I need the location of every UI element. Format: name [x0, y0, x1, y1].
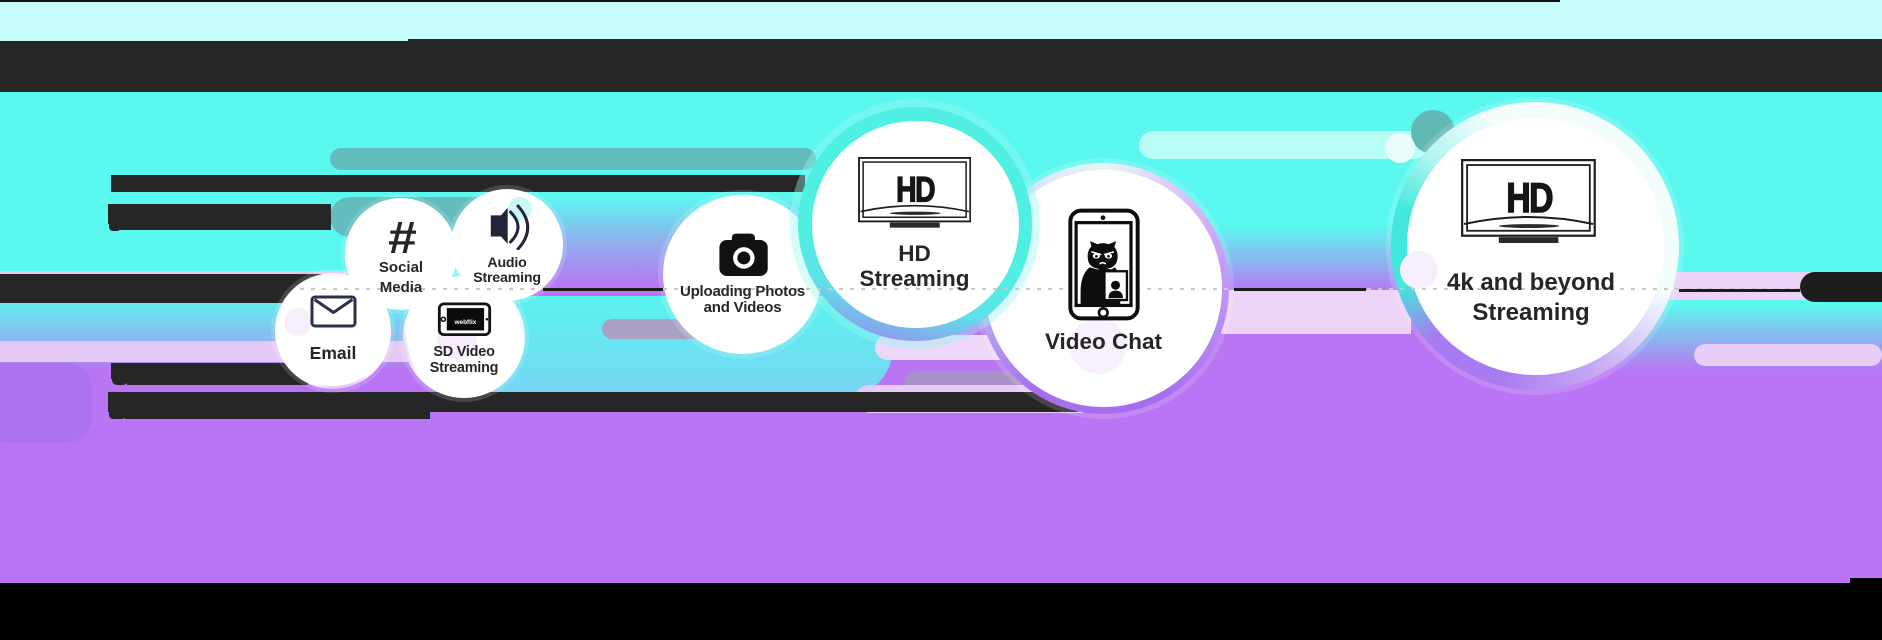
svg-text:HD: HD — [896, 169, 935, 209]
svg-text:webflix: webflix — [454, 319, 477, 326]
svg-text:HD: HD — [1506, 174, 1552, 221]
